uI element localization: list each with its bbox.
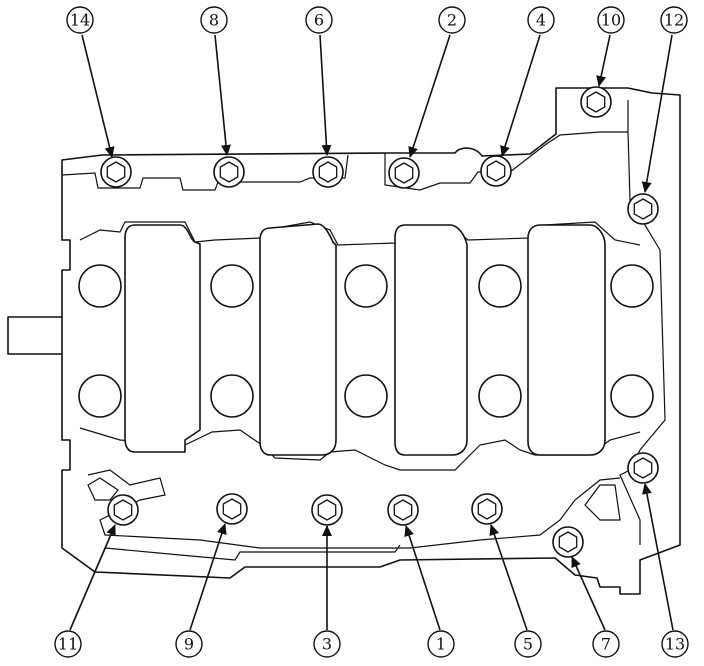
- bolt-icon: [480, 155, 512, 187]
- bolt-icon: [311, 494, 343, 526]
- callout-label: 10: [601, 11, 621, 30]
- callout-label: 3: [322, 635, 332, 654]
- leader-arrow: [408, 34, 451, 158]
- leader-arrow: [489, 524, 528, 631]
- slot-4: [527, 224, 606, 456]
- callout-label: 12: [664, 11, 684, 30]
- leader-arrow: [571, 556, 606, 631]
- callout-label: 7: [601, 635, 611, 654]
- callout-label: 14: [70, 11, 90, 30]
- bore: [78, 264, 122, 308]
- leader-arrow: [189, 523, 227, 631]
- bore: [210, 264, 254, 308]
- bolt-icon: [216, 493, 248, 525]
- bolt-icon: [627, 193, 659, 225]
- callout-8: 8: [200, 6, 228, 34]
- bore: [610, 264, 654, 308]
- slot-3: [394, 224, 468, 456]
- bore: [344, 374, 388, 418]
- callout-13: 13: [661, 630, 689, 658]
- callout-4: 4: [527, 6, 555, 34]
- callout-label: 1: [436, 635, 446, 654]
- bolt-icon: [312, 156, 344, 188]
- bore: [78, 374, 122, 418]
- housing-outline: [61, 87, 681, 595]
- callout-14: 14: [66, 6, 94, 34]
- bore: [610, 374, 654, 418]
- callout-7: 7: [592, 630, 620, 658]
- callout-3: 3: [313, 630, 341, 658]
- leader-arrow: [404, 525, 441, 631]
- pocket-left: [87, 477, 119, 501]
- bolt-icon: [471, 493, 503, 525]
- leader-arrow: [596, 34, 611, 87]
- slot-1: [124, 224, 201, 453]
- callout-12: 12: [660, 6, 688, 34]
- leader-arrow: [641, 34, 673, 193]
- inner-web-bottom: [79, 427, 641, 471]
- bolt-icon: [213, 156, 245, 188]
- bolt-icon: [100, 156, 132, 188]
- callout-label: 11: [58, 635, 78, 654]
- callout-10: 10: [597, 6, 625, 34]
- bore: [344, 264, 388, 308]
- bottom-inner-edge: [87, 469, 621, 549]
- callout-2: 2: [438, 6, 466, 34]
- bolt-icon: [580, 86, 612, 118]
- bore: [210, 374, 254, 418]
- callout-1: 1: [427, 630, 455, 658]
- slot-2: [259, 223, 337, 456]
- callout-label: 8: [209, 11, 219, 30]
- bolt-icon: [552, 526, 584, 558]
- callout-label: 13: [665, 635, 685, 654]
- leader-arrow: [214, 34, 231, 156]
- leader-arrow: [641, 483, 674, 631]
- callout-5: 5: [514, 630, 542, 658]
- bolt-icon: [107, 494, 139, 526]
- callout-6: 6: [305, 6, 333, 34]
- callout-label: 2: [447, 11, 457, 30]
- callout-label: 4: [536, 11, 546, 30]
- pocket: [584, 484, 621, 521]
- callout-11: 11: [54, 630, 82, 658]
- callout-label: 9: [184, 635, 194, 654]
- bolt-icon: [388, 157, 420, 189]
- leader-arrow: [500, 34, 541, 157]
- top-inner-edge: [61, 154, 349, 191]
- leader-arrow: [319, 34, 332, 156]
- bore: [478, 264, 522, 308]
- bolt-icon: [387, 494, 419, 526]
- leader-arrow: [81, 34, 115, 158]
- bottom-lower-edge: [104, 544, 401, 561]
- callout-label: 5: [523, 635, 533, 654]
- callout-9: 9: [175, 630, 203, 658]
- bore: [478, 374, 522, 418]
- leader-arrow: [69, 524, 116, 631]
- callout-label: 6: [314, 11, 324, 30]
- bolt-icon: [627, 452, 659, 484]
